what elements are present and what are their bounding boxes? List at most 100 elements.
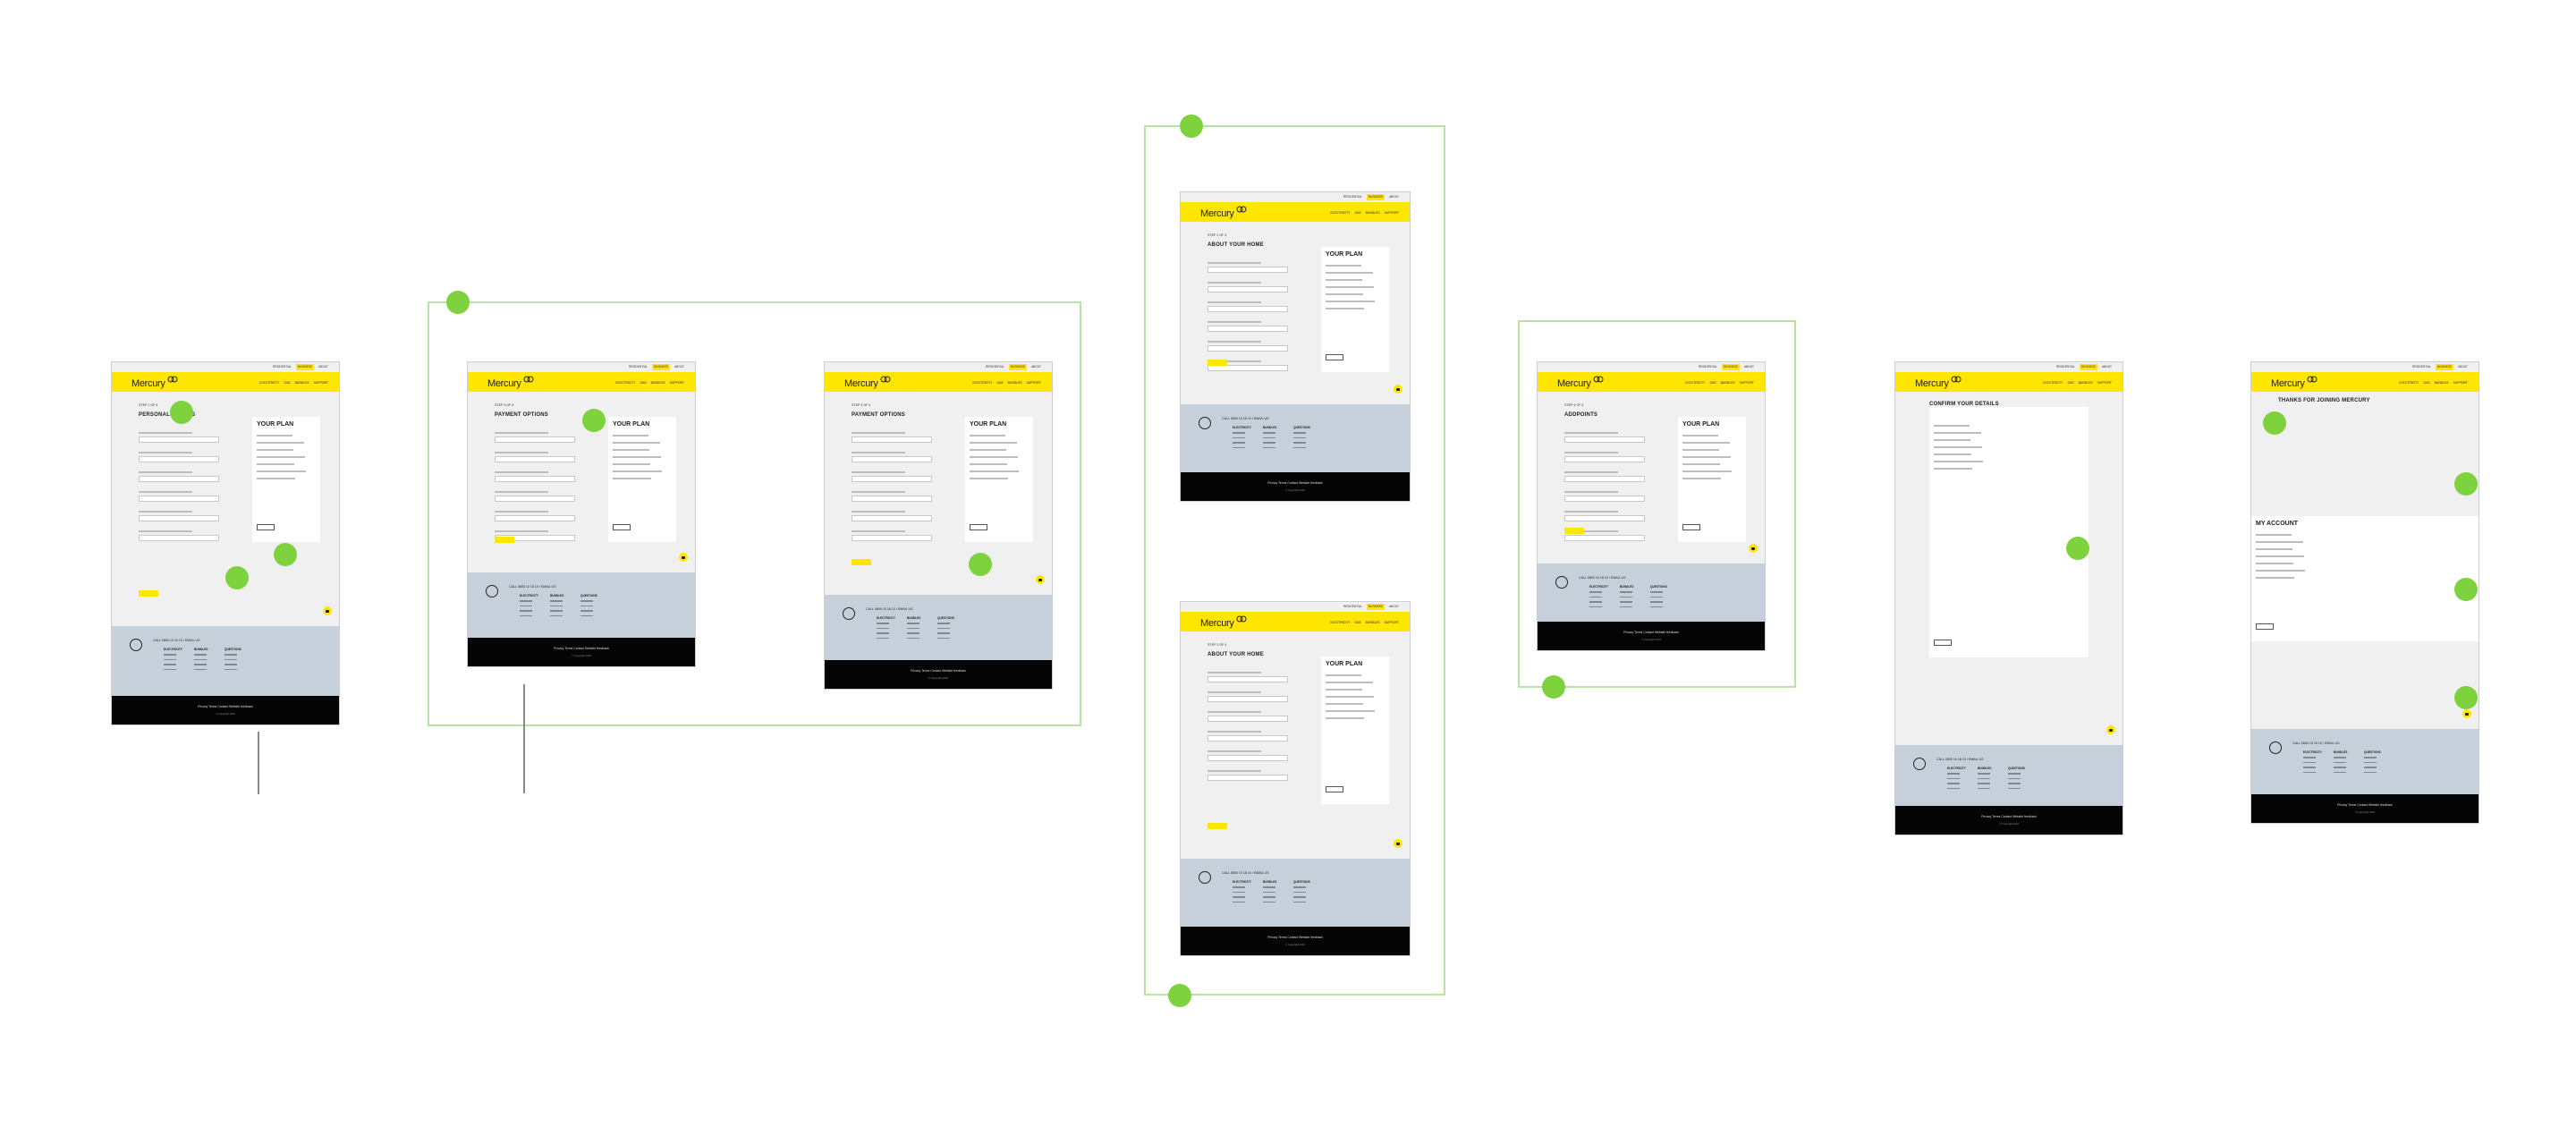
footer-link[interactable] xyxy=(1263,886,1275,888)
footer-link[interactable] xyxy=(2303,757,2316,758)
footer-link[interactable] xyxy=(1589,601,1602,603)
footer-link[interactable] xyxy=(877,632,889,634)
footer-contact[interactable]: CALL 0800 10 18 10 / EMAIL US xyxy=(153,639,200,642)
footer-link[interactable] xyxy=(580,614,593,617)
form-field[interactable] xyxy=(1564,476,1645,482)
footer-link[interactable] xyxy=(1233,891,1245,894)
form-field[interactable] xyxy=(1564,436,1645,443)
footer-link[interactable] xyxy=(164,658,176,661)
continue-button[interactable] xyxy=(1564,528,1584,534)
nav-item[interactable]: BUNDLES xyxy=(2078,381,2093,385)
footer-link[interactable] xyxy=(1589,606,1602,608)
continue-button[interactable] xyxy=(139,590,158,597)
footer-link[interactable] xyxy=(550,614,563,617)
footer-link[interactable] xyxy=(907,623,919,624)
nav-item[interactable]: ELECTRICITY xyxy=(1330,211,1351,215)
form-field[interactable] xyxy=(1208,775,1288,781)
form-field[interactable] xyxy=(1208,696,1288,702)
footer-link[interactable] xyxy=(1293,432,1306,434)
footer-link[interactable] xyxy=(194,664,207,665)
form-field[interactable] xyxy=(1564,456,1645,462)
footer-link[interactable] xyxy=(194,658,207,661)
nav-item[interactable]: SUPPORT xyxy=(1026,381,1041,385)
footer-link[interactable] xyxy=(550,605,563,607)
footer-link[interactable] xyxy=(1263,446,1275,449)
nav-item[interactable]: GAS xyxy=(2067,381,2074,385)
form-field[interactable] xyxy=(1564,515,1645,521)
nav-item[interactable]: GAS xyxy=(1354,211,1361,215)
form-field[interactable] xyxy=(1208,676,1288,682)
form-field[interactable] xyxy=(139,496,219,502)
utility-nav-item[interactable]: ABOUT xyxy=(2102,364,2112,369)
footer-link[interactable] xyxy=(1620,606,1632,608)
footer-links[interactable]: Privacy Terms Contact Website feedback xyxy=(1981,815,2037,818)
footer-link[interactable] xyxy=(225,664,237,665)
footer-link[interactable] xyxy=(1233,886,1245,888)
nav-item[interactable]: GAS xyxy=(284,381,291,385)
form-field[interactable] xyxy=(139,456,219,462)
plan-card-button[interactable] xyxy=(2256,623,2274,630)
plan-card-button[interactable] xyxy=(1682,524,1700,530)
utility-nav-item[interactable]: RESIDENTIAL xyxy=(628,364,648,369)
footer-link[interactable] xyxy=(2008,783,2021,784)
footer-link[interactable] xyxy=(1620,591,1632,593)
footer-link[interactable] xyxy=(1293,446,1306,449)
footer-link[interactable] xyxy=(907,627,919,630)
footer-link[interactable] xyxy=(225,658,237,661)
utility-nav-item[interactable]: RESIDENTIAL xyxy=(1343,604,1362,608)
footer-link[interactable] xyxy=(1978,787,1990,790)
footer-link[interactable] xyxy=(937,632,950,634)
nav-item[interactable]: BUNDLES xyxy=(650,381,665,385)
form-field[interactable] xyxy=(852,476,932,482)
footer-link[interactable] xyxy=(2334,761,2346,764)
nav-item[interactable]: ELECTRICITY xyxy=(972,381,993,385)
form-field[interactable] xyxy=(139,476,219,482)
nav-item[interactable]: SUPPORT xyxy=(2097,381,2112,385)
footer-link[interactable] xyxy=(1620,601,1632,603)
chat-icon[interactable] xyxy=(1749,544,1758,553)
form-field[interactable] xyxy=(852,456,932,462)
plan-card-button[interactable] xyxy=(970,524,987,530)
form-field[interactable] xyxy=(852,515,932,521)
footer-link[interactable] xyxy=(2334,757,2346,758)
footer-link[interactable] xyxy=(1947,777,1960,780)
footer-link[interactable] xyxy=(164,664,176,665)
footer-link[interactable] xyxy=(1650,591,1663,593)
form-field[interactable] xyxy=(1208,365,1288,371)
footer-link[interactable] xyxy=(194,668,207,671)
continue-button[interactable] xyxy=(1208,823,1227,829)
utility-nav-item[interactable]: ABOUT xyxy=(1389,194,1399,199)
footer-contact[interactable]: CALL 0800 10 18 10 / EMAIL US xyxy=(1222,417,1269,420)
footer-link[interactable] xyxy=(907,637,919,640)
mercury-logo[interactable]: Mercury xyxy=(844,376,891,389)
footer-link[interactable] xyxy=(2008,773,2021,775)
chat-icon[interactable] xyxy=(2106,725,2115,734)
footer-link[interactable] xyxy=(1263,432,1275,434)
mercury-logo[interactable]: Mercury xyxy=(2271,376,2318,389)
form-field[interactable] xyxy=(139,515,219,521)
mercury-logo[interactable]: Mercury xyxy=(1200,615,1247,629)
form-field[interactable] xyxy=(495,436,575,443)
footer-links[interactable]: Privacy Terms Contact Website feedback xyxy=(198,705,253,708)
utility-nav-item[interactable]: RESIDENTIAL xyxy=(2411,364,2431,369)
nav-item[interactable]: ELECTRICITY xyxy=(1685,381,1706,385)
nav-item[interactable]: GAS xyxy=(1354,621,1361,624)
nav-item[interactable]: GAS xyxy=(2423,381,2430,385)
footer-contact[interactable]: CALL 0800 10 18 10 / EMAIL US xyxy=(1936,758,1984,761)
form-field[interactable] xyxy=(495,476,575,482)
footer-link[interactable] xyxy=(520,614,532,617)
footer-link[interactable] xyxy=(1263,901,1275,903)
form-field[interactable] xyxy=(852,436,932,443)
nav-item[interactable]: GAS xyxy=(1709,381,1716,385)
footer-link[interactable] xyxy=(2303,761,2316,764)
utility-nav-item[interactable]: BUSINESS xyxy=(2435,363,2454,370)
nav-item[interactable]: BUNDLES xyxy=(1365,211,1380,215)
footer-link[interactable] xyxy=(1293,442,1306,444)
footer-link[interactable] xyxy=(1978,783,1990,784)
footer-link[interactable] xyxy=(937,627,950,630)
footer-link[interactable] xyxy=(580,610,593,612)
continue-button[interactable] xyxy=(852,559,871,565)
utility-nav-item[interactable]: ABOUT xyxy=(318,364,328,369)
nav-item[interactable]: SUPPORT xyxy=(1384,211,1399,215)
nav-item[interactable]: GAS xyxy=(996,381,1004,385)
